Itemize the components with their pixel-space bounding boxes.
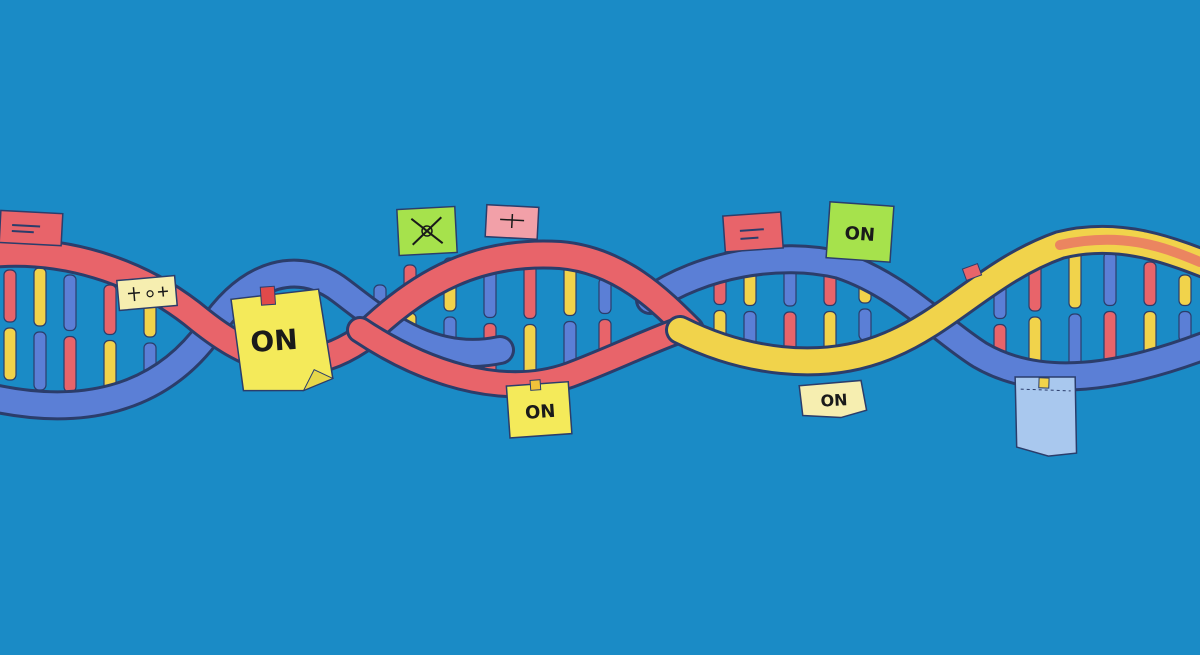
base-pair-rung [63, 274, 77, 332]
base-pair-rung [3, 327, 17, 381]
base-pair-rung [1103, 251, 1117, 307]
note-on-bottom-right: ON [798, 379, 868, 419]
base-pairs [3, 249, 1192, 393]
tags: ON ON ON [0, 201, 1078, 457]
base-pair-rung [1178, 274, 1192, 307]
note-on-large: ON [230, 285, 335, 392]
note-on-top-right: ON [825, 201, 895, 263]
blue-note [1014, 376, 1078, 457]
red-tag-mid [722, 211, 784, 253]
note-on-top-right-text: ON [844, 223, 876, 246]
pink-tag [484, 203, 540, 241]
base-pair-rung [1143, 261, 1157, 307]
symbol-note [115, 274, 179, 312]
note-on-bottom-mid-text: ON [524, 401, 556, 424]
front-strand [0, 224, 1200, 399]
note-on-large-text: ON [249, 323, 298, 359]
base-pair-rung [1068, 249, 1082, 309]
base-pair-rung [858, 308, 872, 341]
base-pair-rung [63, 335, 77, 393]
base-pair-rung [3, 269, 17, 323]
note-on-bottom-right-text: ON [820, 390, 848, 410]
green-tag [396, 205, 458, 257]
red-tag-left [0, 209, 64, 247]
base-pair-rung [563, 264, 577, 317]
base-pair-rung [103, 284, 117, 336]
base-pair-rung [33, 267, 47, 327]
small-red-tag [961, 262, 983, 282]
base-pair-rung [33, 331, 47, 391]
note-on-bottom-mid: ON [505, 379, 573, 439]
